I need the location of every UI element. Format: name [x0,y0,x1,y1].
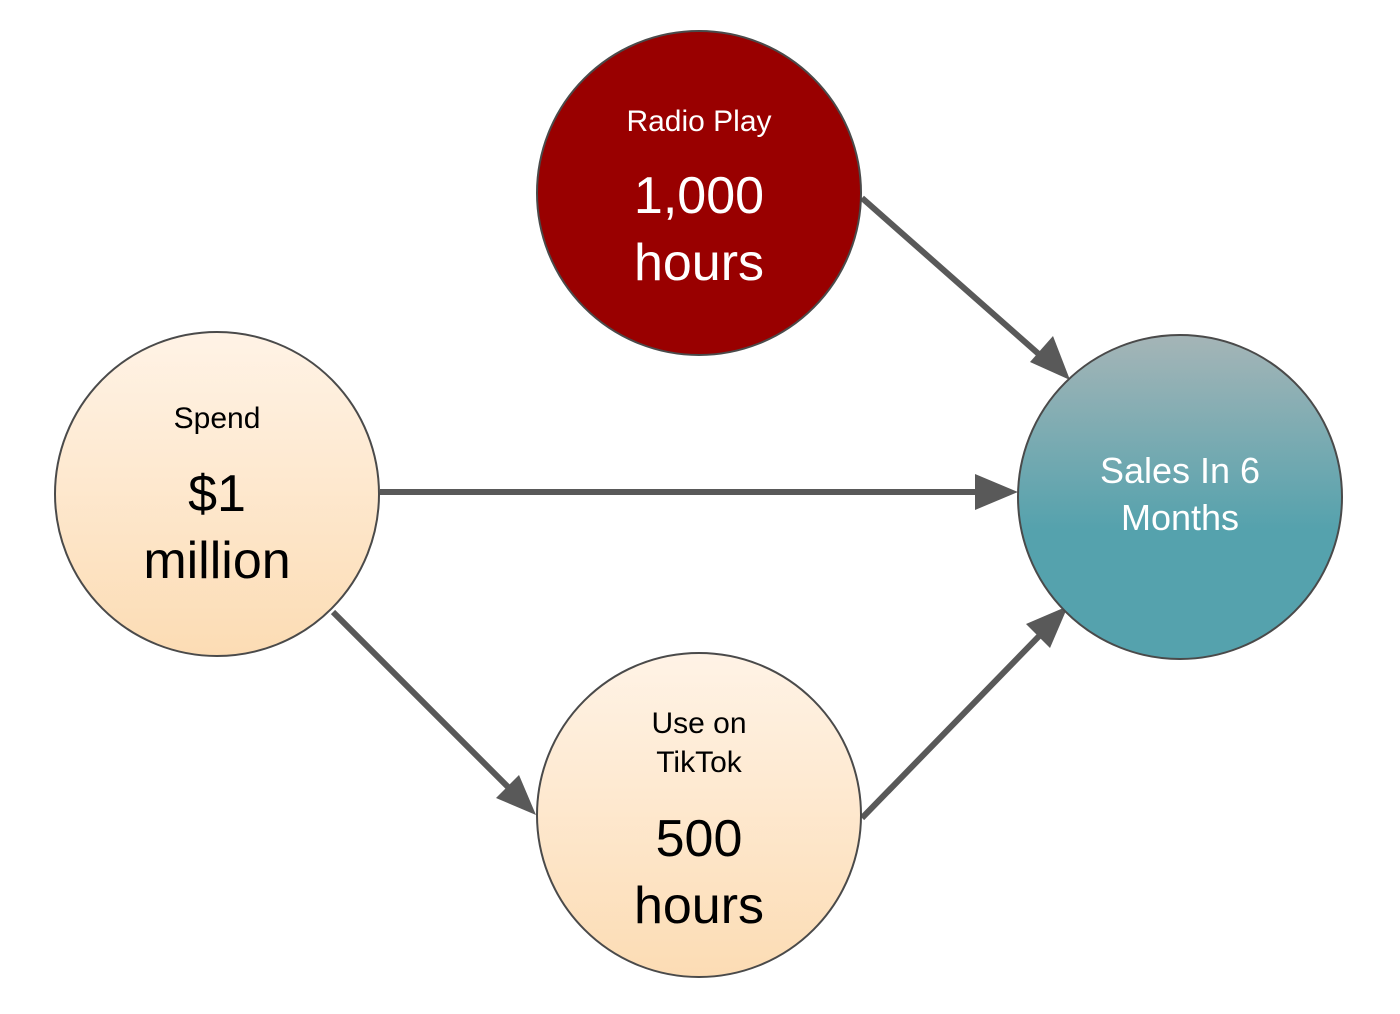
tiktok-label-line2: TikTok [656,746,743,779]
node-radio-play: Radio Play 1,000 hours [536,30,862,356]
edges [330,195,1070,821]
radio-value-line1: 1,000 [634,167,764,225]
tiktok-value-line1: 500 [656,810,743,868]
node-sales: Sales In 6 Months [1017,334,1343,660]
sales-label-line1: Sales In 6 [1100,450,1260,491]
node-spend: Spend $1 million [54,331,380,657]
tiktok-value-line2: hours [634,877,764,935]
edge-tiktok-to-sales [859,606,1068,821]
radio-label: Radio Play [626,105,771,138]
spend-value-line1: $1 [188,465,246,523]
edge-spend-to-sales [380,474,1018,510]
spend-value-line2: million [143,532,290,590]
sales-label-line2: Months [1121,497,1239,538]
edge-radio-to-sales [860,195,1070,380]
node-tiktok: Use on TikTok 500 hours [536,652,862,978]
spend-label: Spend [174,402,261,435]
radio-value-line2: hours [634,234,764,292]
tiktok-label-line1: Use on [651,707,746,740]
edge-spend-to-tiktok [330,609,536,815]
